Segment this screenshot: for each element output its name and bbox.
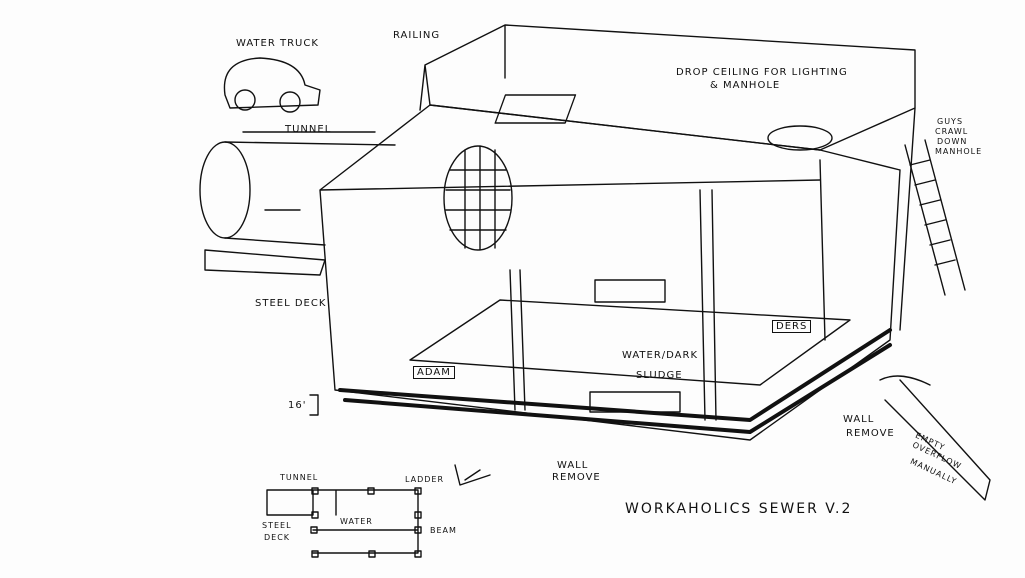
label-crawl: crawl — [935, 127, 969, 136]
label-tunnel: Tunnel — [285, 124, 332, 135]
column — [509, 159, 826, 421]
label-drop-ceiling-2: & manhole — [710, 80, 781, 91]
plan-label-water: Water — [340, 517, 373, 526]
label-manhole: manhole — [935, 147, 983, 156]
water-truck — [223, 57, 321, 109]
room-outline — [319, 104, 901, 441]
label-sludge: Sludge — [636, 370, 683, 381]
floor-platform — [338, 328, 892, 434]
plan-label-tunnel: Tunnel — [280, 473, 319, 482]
ceiling-outline — [419, 24, 916, 331]
plan-label-deck: Deck — [264, 533, 291, 542]
label-railing: Railing — [393, 30, 441, 41]
label-drop-ceiling: Drop ceiling for lighting — [676, 67, 848, 78]
ladder — [904, 139, 966, 296]
label-ders: Ders — [772, 320, 812, 333]
inner-floor — [409, 299, 851, 386]
floor-grate — [589, 391, 681, 413]
ceiling-grate — [494, 94, 577, 124]
tunnel-end — [199, 141, 251, 239]
label-wall-right: Wall — [843, 414, 875, 425]
grate-lines — [445, 145, 511, 251]
overflow-pipe — [879, 375, 991, 501]
tunnel-arrow — [242, 131, 376, 211]
label-water-dark: Water/Dark — [622, 350, 699, 361]
label-adam: Adam — [413, 366, 455, 379]
scribble-mark — [454, 464, 491, 486]
round-grate — [443, 145, 513, 251]
label-water-truck: Water Truck — [236, 38, 319, 49]
label-remove-right: Remove — [846, 428, 895, 439]
label-steel-deck: Steel Deck — [255, 298, 327, 309]
label-wall-front: Wall — [557, 460, 589, 471]
manhole — [767, 125, 833, 151]
plan-diagram — [266, 487, 422, 558]
label-guys: Guys — [937, 117, 964, 126]
plan-label-beam: Beam — [430, 526, 457, 535]
plan-label-steel: Steel — [262, 521, 292, 530]
label-remove-front: Remove — [552, 472, 601, 483]
sketch-title: Workaholics Sewer V.2 — [625, 501, 853, 517]
label-down: down — [937, 137, 968, 146]
tunnel-body — [204, 141, 396, 276]
plan-label-ladder: Ladder — [405, 475, 445, 484]
label-height: 16' — [288, 400, 307, 411]
back-grate — [594, 279, 666, 303]
